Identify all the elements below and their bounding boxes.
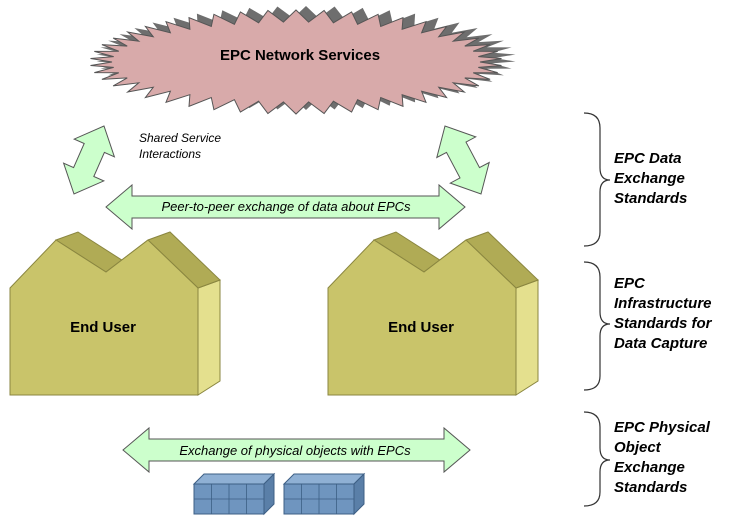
layer-physical-line4: Standards	[614, 479, 687, 496]
brace-data-exchange	[583, 112, 611, 247]
brace-infrastructure	[583, 261, 611, 391]
layer-data-exchange-line1: EPC Data	[614, 150, 682, 167]
layer-infrastructure-line3: Standards for	[614, 315, 713, 332]
shared-service-label-line2: Interactions	[139, 147, 201, 161]
factory-front	[9, 239, 199, 396]
physical-exchange-label: Exchange of physical objects with EPCs	[179, 443, 411, 458]
factory-front	[327, 239, 517, 396]
layer-physical-line1: EPC Physical	[614, 419, 711, 436]
peer-to-peer-arrow	[105, 183, 466, 231]
layer-data-exchange-line3: Standards	[614, 190, 687, 207]
layer-infrastructure-line1: EPC	[614, 275, 646, 292]
factory-side	[197, 279, 221, 396]
brace-physical	[583, 411, 611, 507]
layer-data-exchange-line2: Exchange	[614, 170, 685, 187]
end-user-factory-2: End User	[327, 231, 539, 396]
physical-exchange-arrow	[122, 426, 471, 474]
pallet-2	[282, 472, 366, 516]
end-user-factory-1: End User	[9, 231, 221, 396]
end-user-label-2: End User	[388, 319, 454, 336]
layer-physical-line2: Object	[614, 439, 662, 456]
shared-service-arrow-left	[62, 125, 116, 195]
pallet-1	[192, 472, 276, 516]
shared-service-label-line1: Shared Service	[139, 131, 221, 145]
end-user-label-1: End User	[70, 319, 136, 336]
layer-infrastructure-line2: Infrastructure	[614, 295, 712, 312]
peer-to-peer-label: Peer-to-peer exchange of data about EPCs	[161, 199, 411, 214]
shared-service-arrow-right	[436, 125, 490, 195]
layer-physical-line3: Exchange	[614, 459, 685, 476]
factory-side	[515, 279, 539, 396]
cloud-label: EPC Network Services	[220, 47, 380, 64]
network-services-cloud	[90, 9, 502, 115]
layer-infrastructure-line4: Data Capture	[614, 335, 707, 352]
